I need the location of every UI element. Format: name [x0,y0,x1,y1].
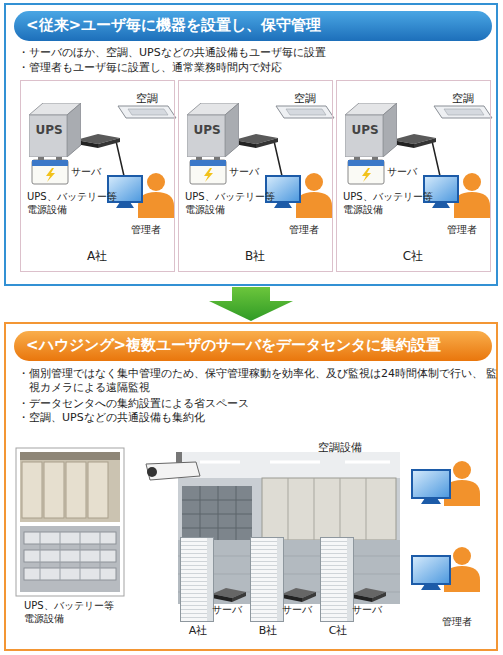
power-photo [44,462,64,518]
illustration [282,588,316,602]
ups-outline [225,103,239,157]
part-label: サーバ [212,603,248,616]
bullet-note: ・個別管理ではなく集中管理のため、保守管理稼動を効率化、及び監視は24時間体制で… [18,367,498,396]
company-label: C社 [315,624,361,638]
illustration [352,588,386,602]
monitor-camera [147,467,157,477]
part-label: UPS、バッテリー等 電源設備 [343,190,435,216]
part-label: サーバ [387,165,437,178]
company-label: B社 [179,249,331,265]
power-photo [24,532,116,544]
ups-cube: UPS [29,103,81,157]
part-label: 空調 [117,92,177,106]
part-label: サーバ [282,603,318,616]
bullet-note: ・データセンタへの集約設置による省スペース [18,397,498,411]
part-label: UPS、バッテリー等 電源設備 [185,190,277,216]
monitor-camera [146,462,200,480]
ups-label: UPS [31,123,67,139]
bullet-note: ・管理者もユーザ毎に設置し、通常業務時間内で対応 [18,61,488,75]
part-label: サーバ [71,165,121,178]
ups-outline [29,115,67,157]
ups-outline [187,115,225,157]
illustration [212,588,246,602]
header-band: <従来>ユーザ毎に機器を設置し、保守管理 [14,11,492,41]
ups-cube: UPS [345,103,397,157]
ups-outline [67,103,81,157]
company-box: 空調サーバ UPS、バッテリー等 電源設備管理者 B社 UPS [178,80,333,272]
part-label: 管理者 [131,223,175,236]
power-photo [40,532,100,580]
company-label: B社 [245,624,291,638]
ups-cube: UPS [187,103,239,157]
company-label: A社 [175,624,221,638]
header-text: <ハウジング>複数ユーザのサーバをデータセンタに集約設置 [26,336,482,356]
part-label: UPS、バッテリー等 電源設備 [27,190,119,216]
header-band: <ハウジング>複数ユーザのサーバをデータセンタに集約設置 [14,331,492,361]
datacenter-photo [178,452,400,478]
datacenter-photo [262,478,396,540]
server-rack: C社 [320,537,354,622]
datacenter-photo [200,461,390,464]
datacenter-photo [182,486,252,540]
monitor-camera [146,452,200,480]
illustration [412,461,480,506]
power-photo [16,448,124,596]
company-label: A社 [21,249,173,265]
company-box: 空調サーバ UPS、バッテリー等 電源設備管理者 C社 UPS [336,80,491,272]
ups-outline [383,103,397,157]
power-photo [24,568,116,580]
power-photo [88,462,108,518]
part-label: 管理者 [447,223,491,236]
bullet-note: ・サーバのほか、空調、UPSなどの共通設備もユーザ毎に設置 [18,46,488,60]
ups-label: UPS [189,123,225,139]
flow-arrow [209,287,293,321]
header-text: <従来>ユーザ毎に機器を設置し、保守管理 [26,16,482,36]
bullet-note: ・空調、UPSなどの共通設備も集約化 [18,411,498,425]
power-photo [20,452,120,460]
part-label: 管理者 [289,223,333,236]
part-label: UPS、バッテリー等 電源設備 [24,599,120,625]
company-box: 空調サーバ UPS、バッテリー等 電源設備管理者 A社 UPS [20,80,175,272]
part-label: サーバ [229,165,279,178]
power-photo [20,452,120,522]
part-label: 空調 [433,92,493,106]
company-label: C社 [337,249,489,265]
datacenter-photo [182,486,252,540]
power-photo [16,448,124,596]
part-label: 空調設備 [318,441,392,455]
power-photo [20,526,120,592]
part-label: サーバ [352,603,388,616]
power-photo [66,462,86,518]
server-rack: A社 [180,537,214,622]
server-rack: B社 [250,537,284,622]
ups-label: UPS [347,123,383,139]
illustration [412,547,480,592]
scenario-panel: ・サーバのほか、空調、UPSなどの共通設備もユーザ毎に設置・管理者もユーザ毎に設… [4,3,498,286]
power-photo [24,550,116,562]
part-label: 空調 [275,92,335,106]
datacenter-photo [288,478,366,540]
part-label: 管理者 [442,615,492,628]
ups-outline [345,115,383,157]
power-photo [22,462,42,518]
